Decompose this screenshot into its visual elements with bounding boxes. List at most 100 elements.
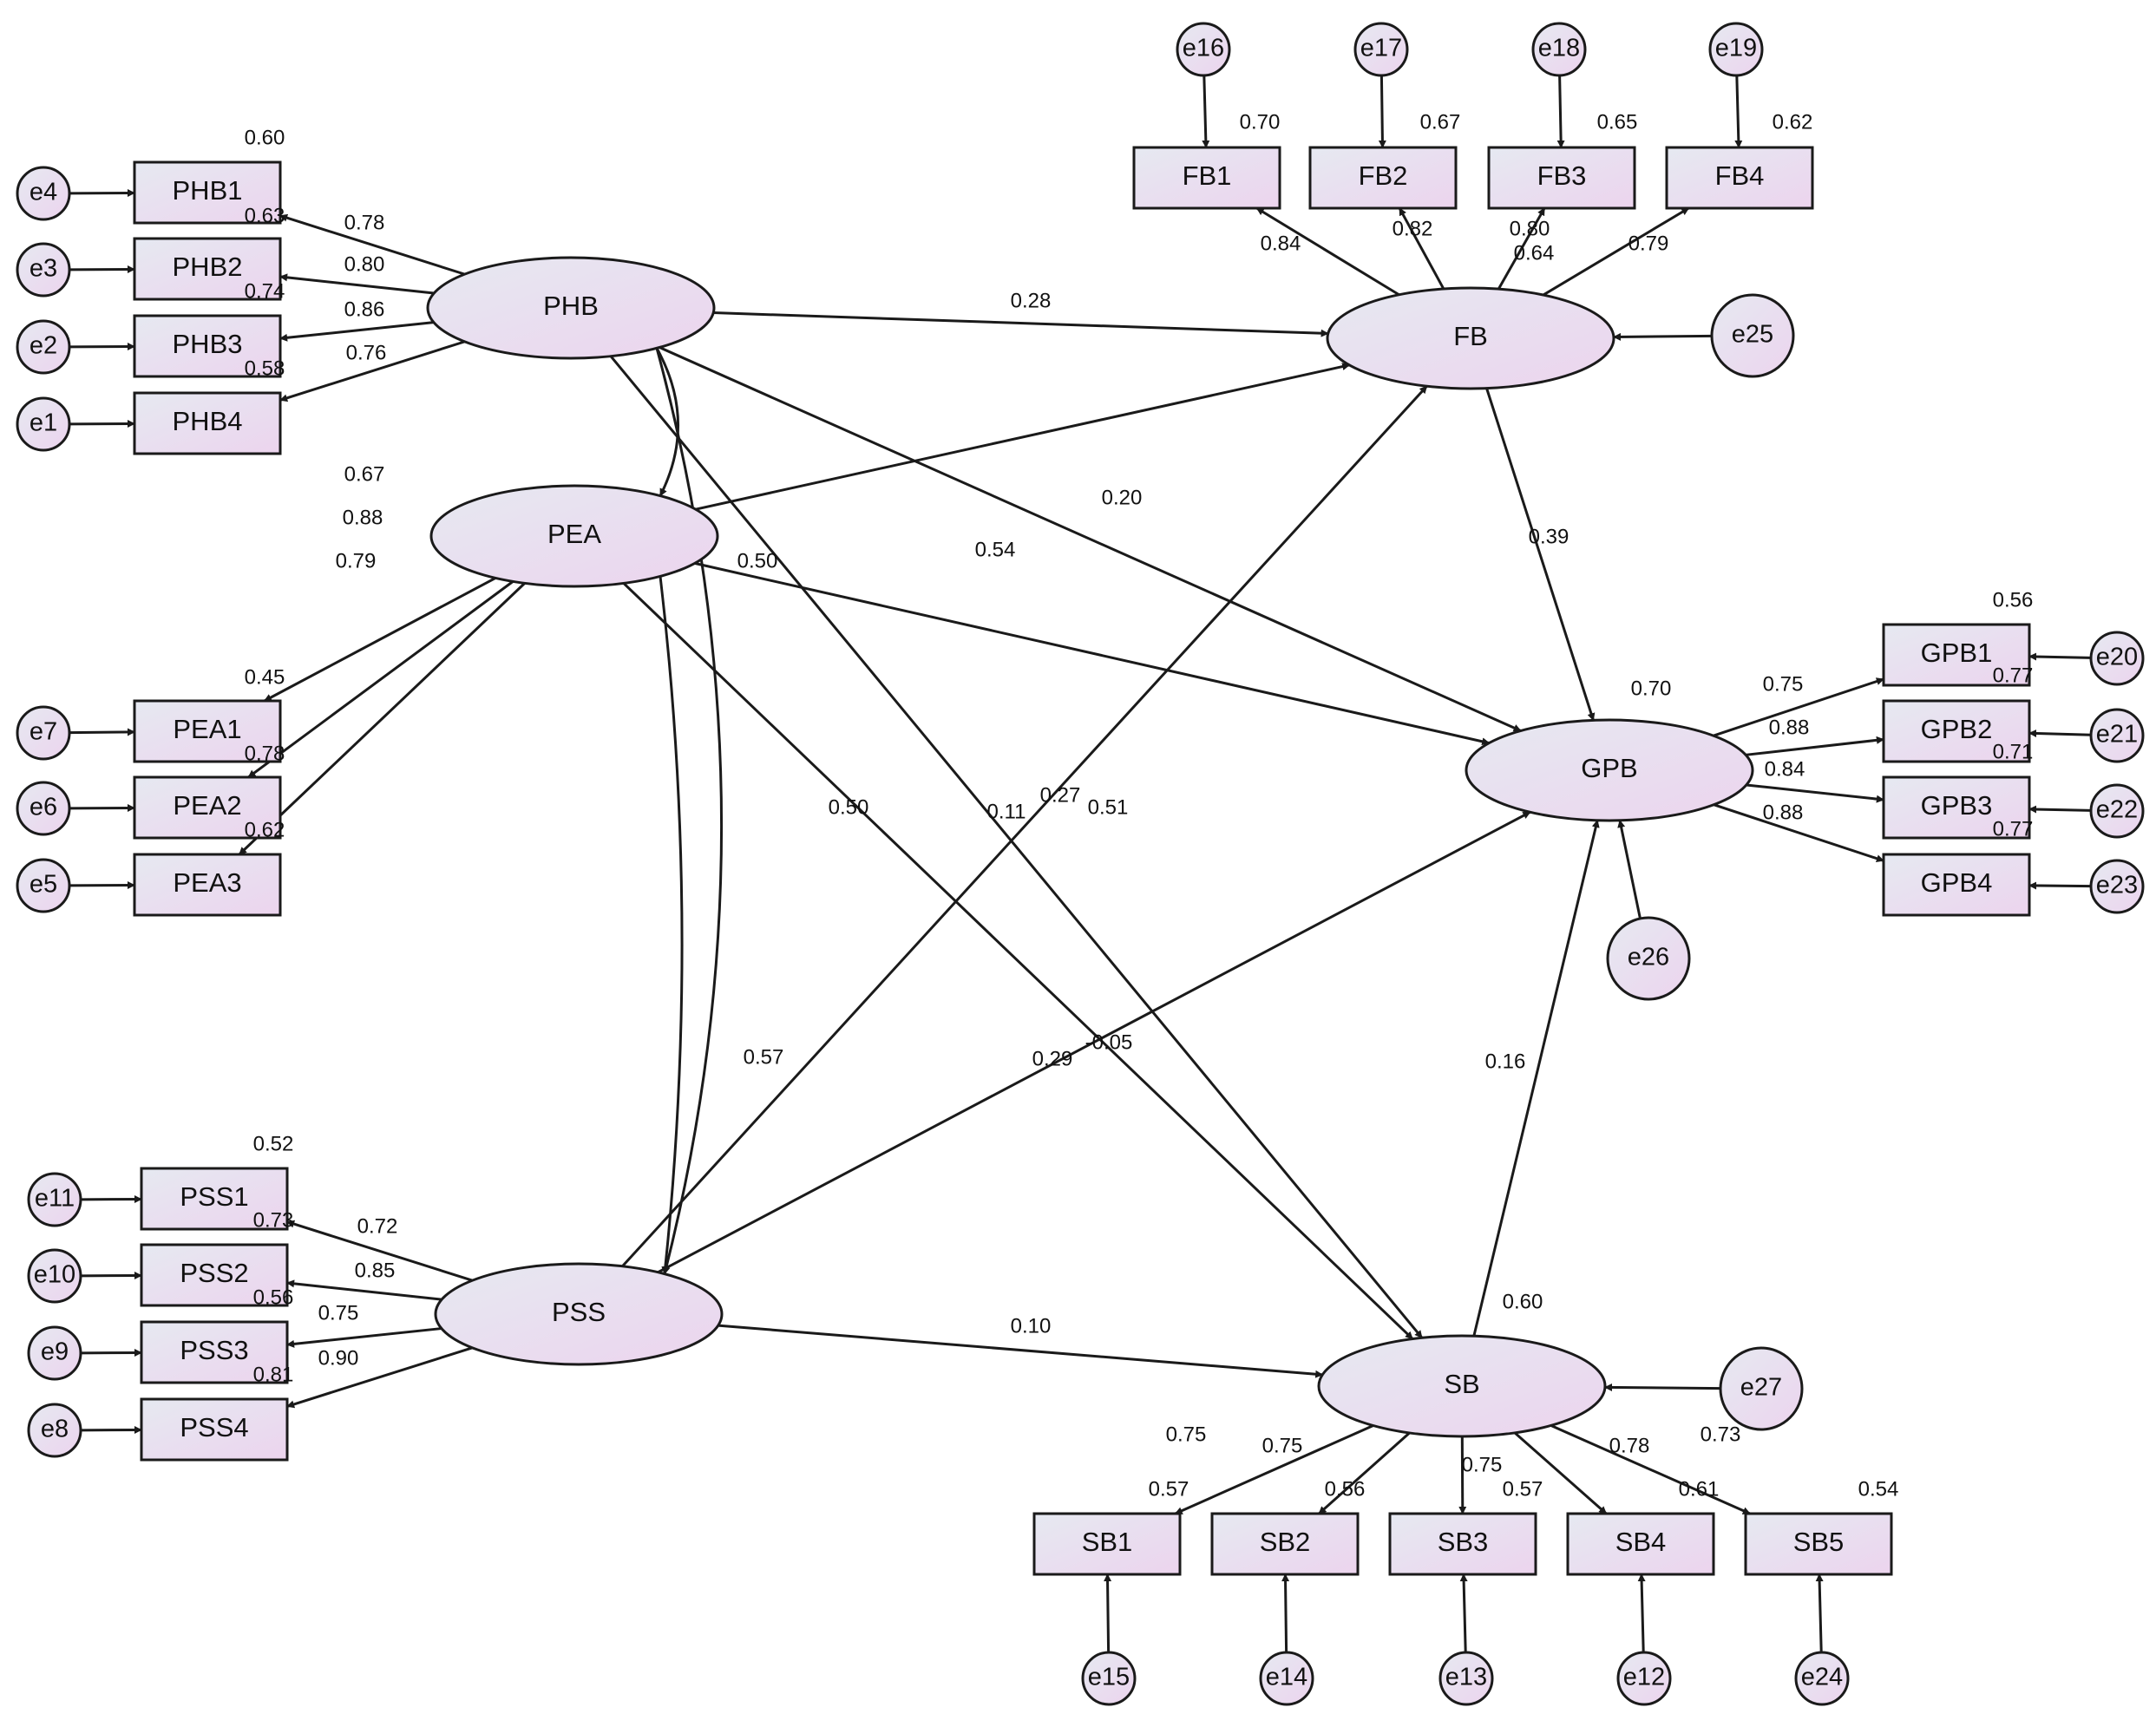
error-arrow-e20 — [2028, 652, 2092, 661]
disturbance-arrow-e25 — [1613, 332, 1713, 341]
loading-arrow-gpb4 — [1713, 803, 1884, 863]
r2-value-gpb4: 0.77 — [1993, 817, 2034, 841]
disturbance-arrow-e26 — [1617, 819, 1642, 919]
error-arrow-e7 — [69, 728, 135, 736]
loading-value-phb4: 0.76 — [346, 341, 387, 364]
path-arrow-pss-fb — [621, 385, 1428, 1267]
covariance-value-phb-pss: 0.50 — [829, 795, 869, 819]
indicator-pea3 — [133, 853, 282, 917]
path-arrow-phb-sb — [609, 355, 1424, 1339]
loading-value-gpb3: 0.84 — [1765, 757, 1805, 781]
r2-value-gpb1: 0.56 — [1993, 588, 2034, 612]
indicator-label-fb3: FB3 — [1537, 160, 1587, 191]
loading-arrow-sb4 — [1514, 1431, 1608, 1515]
loading-value-pss1: 0.72 — [357, 1214, 398, 1238]
path-value-phb-gpb: 0.20 — [1102, 486, 1143, 509]
error-e7 — [16, 705, 71, 761]
loading-value-pss2: 0.85 — [355, 1259, 396, 1282]
latent-label-sb: SB — [1444, 1369, 1479, 1399]
error-label-e27: e27 — [1740, 1374, 1782, 1402]
error-e4 — [16, 166, 71, 221]
error-label-e26: e26 — [1628, 944, 1669, 971]
label-layer: 0.780.600.800.630.860.740.760.580.670.45… — [245, 110, 2034, 1501]
covariance-value-pea-pss: 0.57 — [744, 1045, 784, 1069]
path-arrow-pea-gpb — [694, 561, 1491, 746]
error-e8 — [27, 1403, 82, 1458]
loading-value-sb5: 0.73 — [1701, 1423, 1741, 1446]
error-arrow-e16 — [1202, 75, 1210, 148]
error-e10 — [27, 1248, 82, 1304]
indicator-pss2 — [140, 1243, 289, 1307]
error-e20 — [2089, 631, 2145, 686]
error-label-e6: e6 — [29, 794, 57, 821]
loading-value-pss3: 0.75 — [318, 1301, 359, 1325]
indicator-fb1 — [1132, 146, 1281, 210]
indicator-fb3 — [1487, 146, 1636, 210]
r2-value-fb3: 0.65 — [1597, 110, 1638, 134]
indicator-label-gpb4: GPB4 — [1921, 867, 1993, 898]
r2-value-sb4: 0.61 — [1679, 1477, 1720, 1501]
error-arrow-e19 — [1734, 75, 1743, 148]
error-e6 — [16, 781, 71, 836]
error-e24 — [1794, 1651, 1850, 1706]
loading-arrow-fb4 — [1542, 206, 1690, 297]
error-label-e4: e4 — [29, 179, 57, 206]
error-arrow-e15 — [1104, 1573, 1112, 1653]
loading-value-pea3: 0.79 — [336, 549, 377, 572]
error-arrow-e24 — [1815, 1573, 1824, 1653]
r2-value-phb2: 0.63 — [245, 204, 285, 227]
r2-value-pea3: 0.62 — [245, 818, 285, 841]
loading-arrow-gpb1 — [1713, 677, 1884, 737]
indicator-label-pss2: PSS2 — [180, 1258, 248, 1288]
indicator-sb4 — [1566, 1512, 1715, 1576]
error-arrow-e22 — [2028, 805, 2092, 814]
loading-value-sb2: 0.75 — [1262, 1434, 1303, 1457]
loading-arrow-pss2 — [286, 1279, 442, 1301]
latent-phb — [426, 256, 716, 360]
error-e16 — [1176, 22, 1231, 77]
error-label-e23: e23 — [2096, 872, 2138, 899]
error-label-e9: e9 — [41, 1338, 69, 1366]
loading-arrow-fb2 — [1398, 207, 1445, 290]
latent-label-pea: PEA — [547, 519, 601, 549]
error-e22 — [2089, 783, 2145, 839]
path-value-pea-fb: 0.54 — [975, 538, 1016, 561]
r2-value-fb1: 0.70 — [1240, 110, 1281, 134]
indicator-pss3 — [140, 1320, 289, 1384]
indicator-label-sb1: SB1 — [1082, 1527, 1133, 1557]
error-e5 — [16, 858, 71, 913]
r2-value-pss2: 0.73 — [253, 1208, 294, 1232]
loading-value-sb1: 0.75 — [1166, 1423, 1207, 1446]
error-e2 — [16, 319, 71, 375]
error-e27 — [1719, 1346, 1804, 1431]
latent-label-phb: PHB — [543, 291, 599, 321]
loading-value-fb4: 0.79 — [1628, 232, 1669, 255]
indicator-label-gpb3: GPB3 — [1921, 790, 1993, 821]
indicator-gpb1 — [1882, 623, 2031, 687]
path-arrow-pea-sb — [622, 582, 1414, 1340]
error-arrow-e12 — [1637, 1573, 1646, 1653]
indicator-phb4 — [133, 391, 282, 455]
loading-value-sb3: 0.75 — [1462, 1453, 1503, 1476]
indicator-sb3 — [1388, 1512, 1537, 1576]
path-arrow-pss-sb — [718, 1324, 1324, 1378]
path-value-fb-gpb: 0.39 — [1529, 525, 1569, 548]
r2-value-phb1: 0.60 — [245, 126, 285, 149]
node-layer: PHBPEAPSSFBGPBSBPHB1PHB2PHB3PHB4PEA1PEA2… — [16, 22, 2145, 1706]
loading-value-fb1: 0.84 — [1261, 232, 1301, 255]
loading-value-phb3: 0.86 — [344, 298, 385, 321]
r2-value-fb2: 0.67 — [1420, 110, 1461, 134]
error-label-e2: e2 — [29, 332, 57, 360]
covariance-curve-pea-pss — [655, 568, 684, 1275]
indicator-fb4 — [1665, 146, 1814, 210]
indicator-label-pea2: PEA2 — [173, 790, 241, 821]
indicator-label-sb3: SB3 — [1438, 1527, 1489, 1557]
indicator-sb5 — [1744, 1512, 1893, 1576]
indicator-label-pss3: PSS3 — [180, 1335, 248, 1365]
error-e25 — [1710, 293, 1795, 378]
loading-value-gpb2: 0.88 — [1769, 716, 1810, 739]
path-value-pea-sb: 0.29 — [1032, 1047, 1073, 1070]
covariance-value-phb-pea: 0.50 — [737, 549, 778, 572]
r2-value-gpb: 0.70 — [1631, 677, 1672, 700]
